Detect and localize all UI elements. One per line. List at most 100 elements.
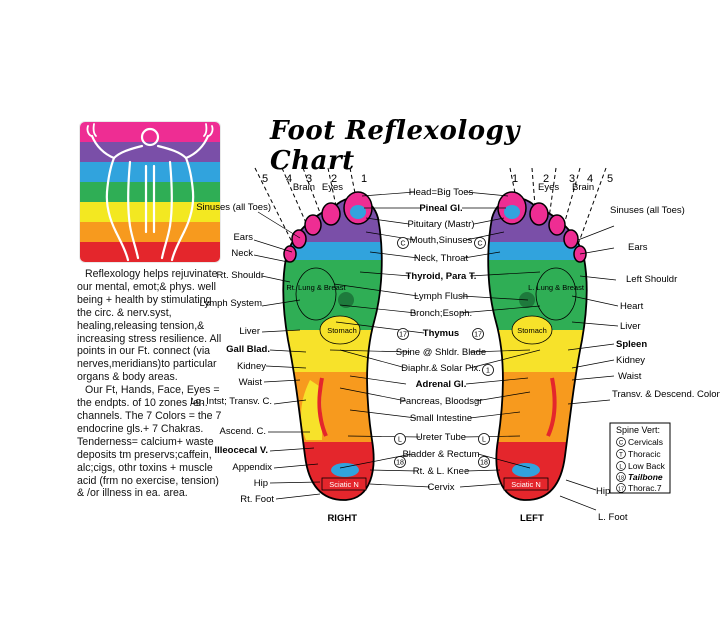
in-foot-labels: Rt. Lung & Breast L. Lung & Breast Stoma… (286, 283, 584, 489)
label-liver-left: Liver (620, 321, 641, 332)
spine-legend-title: Spine Vert: (616, 425, 660, 435)
label-mouth: Mouth,Sinuses (410, 235, 473, 246)
label-diaphr: Diaphr.& Solar Plx. (401, 363, 481, 374)
zone-numbers: 5 4 3 2 1 1 2 3 4 5 (262, 173, 613, 185)
spine-markers: C C 17 17 1 L L 18 18 (394, 237, 494, 468)
spine-legend: Spine Vert: C Cervicals T Thoracic L Low… (609, 422, 671, 494)
label-waist-right: Waist (239, 377, 263, 388)
label-transv-left: Transv. & Descend. Colon (612, 389, 720, 400)
label-waist-left: Waist (618, 371, 642, 382)
legend-label: Tailbone (628, 472, 663, 482)
left-foot-labels: Eyes Brain Sinuses (all Toes) Ears Left … (520, 182, 720, 524)
legend-mark: 18 (618, 476, 624, 482)
label-sinuses-right: Sinuses (all Toes) (196, 202, 271, 213)
label-l-foot: L. Foot (598, 512, 628, 523)
zone-number: 4 (286, 173, 292, 185)
zone-number: 4 (587, 173, 593, 185)
right-foot-labels: Sinuses (all Toes) Brain Eyes Ears Neck … (190, 182, 357, 524)
legend-mark: T (619, 453, 623, 459)
label-adrenal: Adrenal Gl. (416, 379, 467, 390)
chakra-band-root (80, 242, 220, 262)
legend-mark: L (619, 465, 623, 471)
legend-label: Thorac.7 (628, 483, 662, 493)
marker-1-left: 1 (486, 368, 490, 375)
label-spleen: Spleen (616, 339, 647, 350)
label-hip-left: Hip (596, 486, 610, 497)
description-paragraph-1: Reflexology helps rejuvinate our mental,… (77, 268, 222, 384)
legend-mark: 17 (618, 487, 624, 493)
label-shoulder-right: Rt. Shouldr (216, 270, 264, 281)
label-bladder: Bladder & Rectum (402, 449, 479, 460)
marker-17-left: 17 (474, 332, 482, 339)
label-ears-right: Ears (233, 232, 253, 243)
label-thyroid: Thyroid, Para T. (406, 271, 477, 282)
label-shoulder-left: Left Shouldr (626, 274, 677, 285)
zone-number: 3 (569, 173, 575, 185)
stomach-label-left: Stomach (517, 326, 547, 335)
chakra-band-heart (80, 182, 220, 202)
zone-number: 5 (262, 173, 268, 185)
chakra-band-solar (80, 202, 220, 222)
label-pituitary: Pituitary (Mastr) (407, 219, 474, 230)
zone-number: 1 (361, 173, 367, 185)
label-ascend-right: Ascend. C. (220, 426, 266, 437)
legend-label: Low Back (628, 461, 666, 471)
l-lung-label: L. Lung & Breast (528, 283, 585, 292)
stomach-label-right: Stomach (327, 326, 357, 335)
meditating-figure-illustration (86, 123, 214, 262)
zone-number: 3 (306, 173, 312, 185)
label-lymph-flush: Lymph Flush (414, 291, 468, 302)
label-brain-left: Brain (572, 182, 594, 193)
sciatic-label-left: Sciatic N (511, 480, 541, 489)
label-sinuses-left: Sinuses (all Toes) (610, 205, 685, 216)
label-liver-right: Liver (239, 326, 260, 337)
label-kidney-right: Kidney (237, 361, 266, 372)
rt-lung-label: Rt. Lung & Breast (286, 283, 346, 292)
marker-l-left: L (482, 437, 486, 444)
label-lymph-right: Lymph System (200, 298, 263, 309)
marker-c-left: C (477, 241, 482, 248)
marker-17-right: 17 (399, 332, 407, 339)
label-right-foot-name: RIGHT (327, 513, 357, 524)
description-paragraph-2: Our Ft, Hands, Face, Eyes = the endpts. … (77, 384, 222, 500)
marker-18-left: 18 (480, 460, 488, 467)
label-neck-throat: Neck, Throat (414, 253, 469, 264)
zone-number: 1 (512, 173, 518, 185)
marker-l-right: L (398, 437, 402, 444)
legend-mark: C (619, 441, 624, 447)
chart-title: Foot Reflexology Chart (270, 116, 520, 176)
label-left-foot-name: LEFT (520, 513, 544, 524)
label-illeocecal-right: Illeocecal V. (214, 445, 268, 456)
label-lg-intst-right: Lg. Intst; Transv. C. (190, 396, 272, 407)
label-appendix-right: Appendix (232, 462, 272, 473)
label-pineal: Pineal Gl. (419, 203, 462, 214)
label-neck-right: Neck (231, 248, 253, 259)
label-pancreas: Pancreas, Bloodsgr (400, 396, 483, 407)
zone-number: 2 (331, 173, 337, 185)
chakra-figure-panel (79, 121, 221, 263)
label-cervix: Cervix (428, 482, 455, 493)
label-ureter: Ureter Tube (416, 432, 466, 443)
label-gallblad-right: Gall Blad. (226, 344, 270, 355)
legend-label: Cervicals (628, 437, 663, 447)
label-spine: Spine @ Shldr. Blade (396, 347, 486, 358)
marker-18-right: 18 (396, 460, 404, 467)
zone-number: 5 (607, 173, 613, 185)
center-labels: Head=Big Toes Pineal Gl. Pituitary (Mast… (396, 187, 486, 493)
chakra-band-throat (80, 162, 220, 182)
label-hip-right: Hip (254, 478, 268, 489)
label-small-intestine: Small Intestine (410, 413, 472, 424)
leader-lines (253, 191, 619, 511)
label-kidney-left: Kidney (616, 355, 645, 366)
zone-number: 2 (543, 173, 549, 185)
zone-lines-left (509, 167, 607, 251)
marker-c-right: C (400, 241, 405, 248)
label-bronch: Bronch;Esoph. (410, 308, 472, 319)
chakra-band-crown (80, 122, 220, 142)
chakra-band-sacral (80, 222, 220, 242)
label-eyes-left: Eyes (538, 182, 559, 193)
label-thymus: Thymus (423, 328, 459, 339)
label-rt-foot: Rt. Foot (240, 494, 274, 505)
label-heart: Heart (620, 301, 644, 312)
